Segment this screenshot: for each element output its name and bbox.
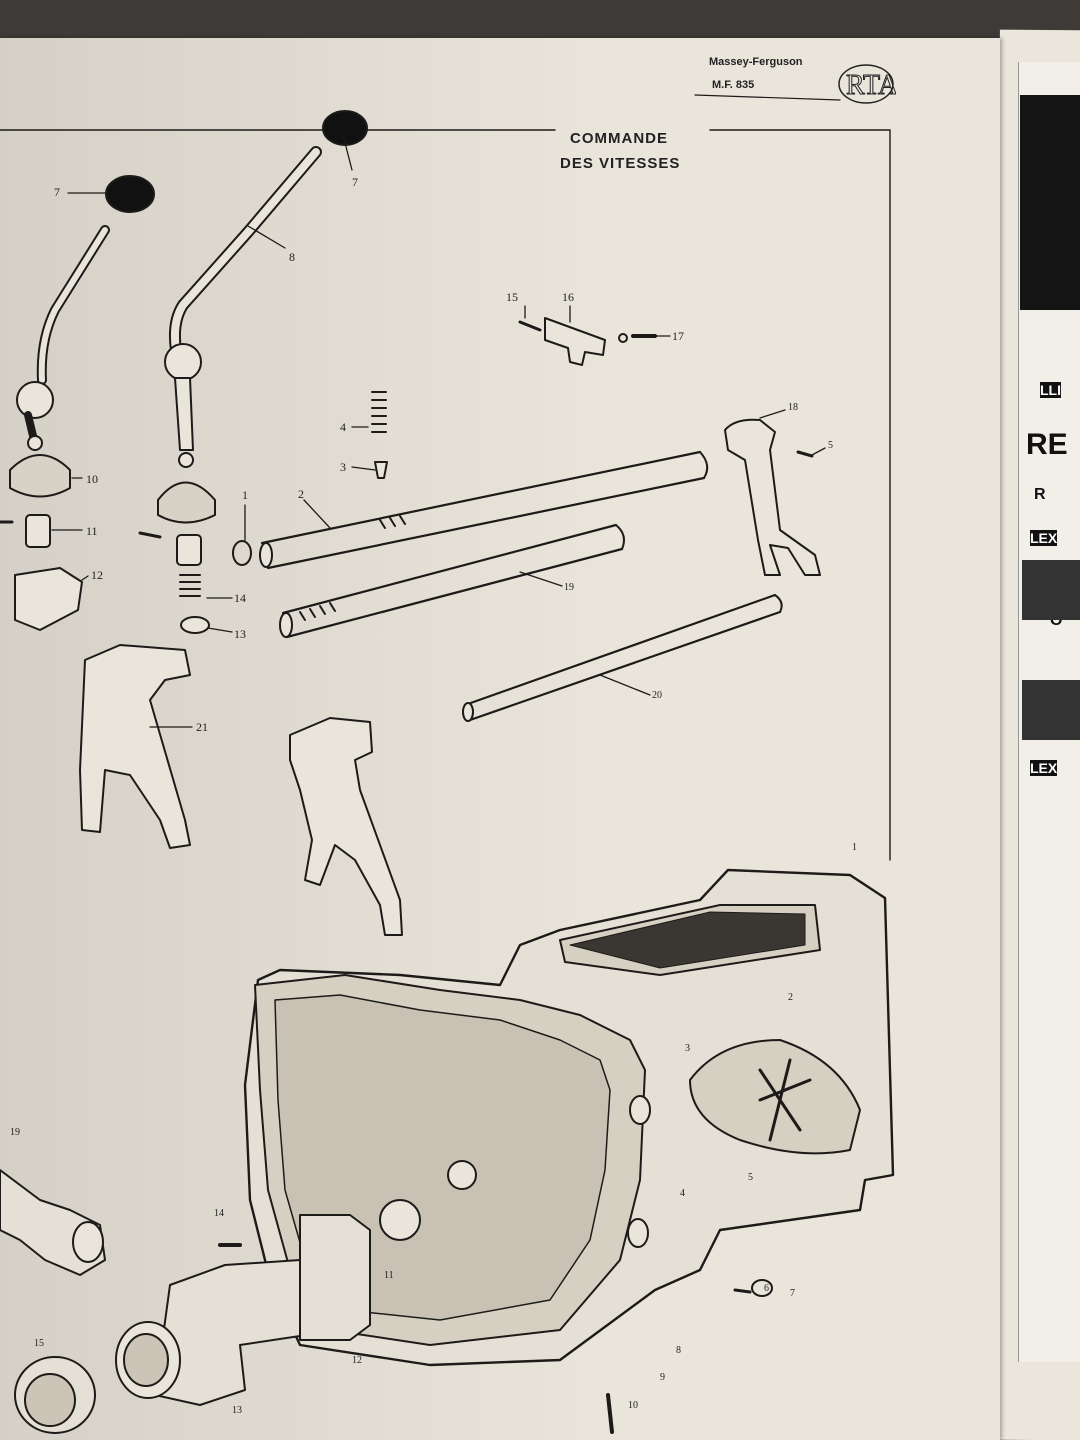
spring-4 — [371, 391, 387, 433]
callout-label: 8 — [289, 250, 295, 264]
callout-label: 11 — [384, 1270, 394, 1281]
callout-label: 19 — [10, 1127, 20, 1138]
bush-11-left — [25, 514, 51, 548]
callout-label: 5 — [748, 1172, 753, 1183]
gear-lever-right — [164, 146, 322, 468]
callout-label: 3 — [340, 460, 346, 474]
callout-label: 3 — [685, 1043, 690, 1054]
right-page-fragment: LEX — [1030, 530, 1058, 546]
gearbox-housing — [243, 868, 895, 1367]
callout-label: 4 — [680, 1188, 685, 1199]
lever-knob-right — [322, 110, 368, 146]
callout-label: 19 — [564, 582, 574, 593]
callout-label: 14 — [234, 591, 246, 605]
leader-lines — [51, 134, 826, 728]
bracket-12-left — [14, 567, 83, 631]
callout-label: 2 — [298, 487, 304, 501]
washer-17 — [618, 333, 628, 343]
rta-logo-text: RTA — [846, 70, 896, 101]
right-page-photo — [1022, 680, 1080, 740]
callout-label: 7 — [790, 1288, 795, 1299]
selector-fork-18 — [724, 418, 821, 576]
screw-5 — [796, 450, 814, 458]
callout-label: 10 — [86, 472, 98, 486]
callout-label: 7 — [352, 175, 358, 189]
gear-lever-left — [16, 225, 110, 451]
callout-label: 13 — [234, 627, 246, 641]
callout-label: 10 — [628, 1400, 638, 1411]
rta-logo: RTA — [838, 64, 896, 104]
callout-label: 11 — [86, 524, 98, 538]
background-surface — [0, 0, 1080, 40]
callout-label: 7 — [54, 185, 60, 199]
washer-13 — [180, 616, 210, 634]
dust-cover-10-left — [9, 454, 71, 498]
ring-1 — [232, 540, 252, 566]
right-page-photo — [1020, 95, 1080, 310]
diagram-title-line1: COMMANDE — [570, 130, 668, 147]
callout-label: 9 — [660, 1372, 665, 1383]
callout-label: 12 — [91, 568, 103, 582]
right-page-fragment: R — [1034, 486, 1046, 503]
selector-shaft-partial — [0, 1169, 106, 1434]
callout-label: 8 — [676, 1345, 681, 1356]
right-page-fragment: LLI — [1040, 382, 1061, 398]
dust-cover-10 — [157, 481, 216, 524]
bush-11 — [176, 534, 202, 566]
callout-label: 17 — [672, 329, 684, 343]
right-page-fragment: LEX — [1030, 760, 1058, 776]
callout-label: 4 — [340, 420, 346, 434]
callout-label: 20 — [652, 690, 662, 701]
selector-rod-2 — [259, 450, 709, 570]
plug-7 — [751, 1279, 773, 1297]
pin-15 — [518, 320, 542, 332]
callout-label: 16 — [562, 290, 574, 304]
plate-16 — [544, 317, 606, 366]
bolt-10 — [606, 1393, 614, 1434]
header-model: M.F. 835 — [712, 79, 755, 91]
callout-label: 2 — [788, 992, 793, 1003]
header-underline — [694, 94, 841, 101]
selector-rod-19 — [279, 523, 625, 639]
bearing-housing — [115, 1214, 371, 1406]
selector-fork — [289, 717, 403, 936]
selector-fork-21 — [79, 644, 191, 849]
ball-3 — [374, 461, 388, 479]
right-page-photo — [1022, 560, 1080, 620]
lever-knob-left — [105, 175, 155, 213]
pin — [138, 531, 162, 539]
callout-label: 1 — [242, 488, 248, 502]
callout-label: 15 — [506, 290, 518, 304]
callout-label: 21 — [196, 720, 208, 734]
callout-label: 18 — [788, 402, 798, 413]
callout-label: 14 — [214, 1208, 224, 1219]
callout-label: 1 — [852, 842, 857, 853]
callout-label: 15 — [34, 1338, 44, 1349]
frame-line-right — [709, 129, 891, 861]
callout-label: 13 — [232, 1405, 242, 1416]
callout-label: 6 — [764, 1283, 769, 1294]
washer-6 — [733, 1288, 752, 1294]
header-brand: Massey-Ferguson — [709, 56, 803, 68]
callout-label: 12 — [352, 1355, 362, 1366]
diagram-title-line2: DES VITESSES — [560, 155, 681, 172]
right-page-fragment: RE — [1026, 428, 1068, 461]
callout-label: 5 — [828, 440, 833, 451]
selector-rod-20 — [462, 593, 783, 722]
spring-14 — [179, 574, 201, 597]
